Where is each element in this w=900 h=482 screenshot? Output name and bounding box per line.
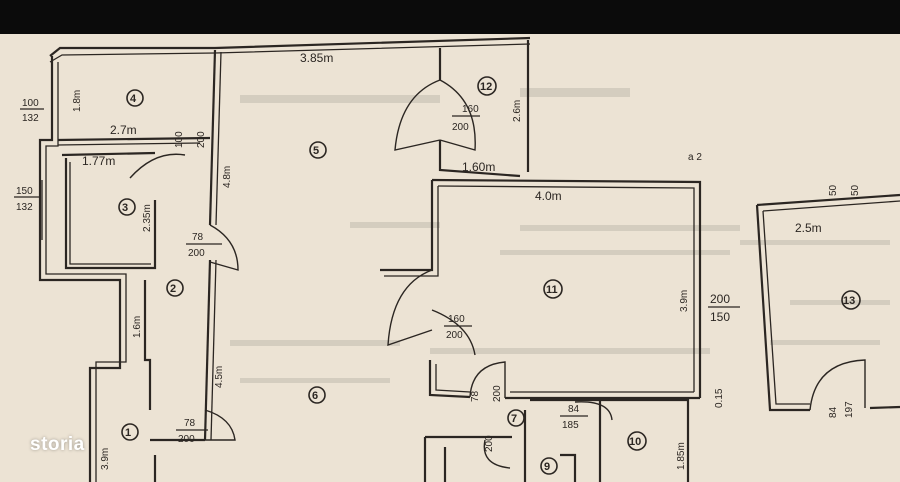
room-7-number: 7 [511,413,517,425]
room-10-marker [627,431,647,451]
room-markers: 4 3 2 1 5 6 7 9 10 11 12 13 [118,76,861,475]
room-4-number: 4 [130,93,137,105]
dim-room12-height: 2.6m [512,100,523,122]
room-1-marker [121,423,139,441]
open-78c: 78 [184,418,196,429]
room-5-number: 5 [313,145,319,157]
open-11w-a: 200 [710,292,730,306]
room-11-marker [543,279,563,299]
open-12b: 200 [452,122,469,133]
room-6-number: 6 [312,390,318,402]
room-3-marker [118,198,136,216]
open-11b: 200 [446,330,463,341]
open-7b: 185 [562,420,579,431]
room-11-number: 11 [546,284,558,296]
open-13d: 197 [844,401,855,418]
dim-room11-height: 3.9m [679,290,690,312]
dim-room12-width: 1.60m [462,160,495,174]
open-11a: 160 [448,314,465,325]
dim-room10-height: 1.85m [676,442,687,470]
background-text-stains [230,88,890,383]
room-7-marker [507,409,525,427]
room-6-marker [308,386,326,404]
open-13b: 50 [850,184,861,196]
dim-room1-height: 3.9m [100,448,111,470]
room-4-marker [126,89,144,107]
room-9-marker [540,457,558,475]
dim-top-width: 3.85m [300,51,333,65]
dim-room2-height: 1.6m [132,316,143,338]
dim-room3-height: 2.35m [142,204,153,232]
doors [129,79,866,469]
dim-room4-width: 2.7m [110,123,137,137]
dim-corner-mark: a 2 [688,152,702,163]
open-11w-b: 150 [710,310,730,324]
storia-watermark: storia [30,434,85,455]
room-12-number: 12 [480,81,492,93]
dim-side-mark: 0.15 [714,388,725,408]
open-100a: 100 [174,131,185,148]
open-small1: 200 [492,385,503,402]
open-left-top: 100 [22,98,39,109]
open-12a: 160 [462,104,479,115]
open-left-bot: 132 [22,113,39,124]
opening-labels: 100 132 150 132 100 200 78 200 78 200 16… [14,98,861,452]
open-7a: 84 [568,404,580,415]
open-78d: 200 [178,434,195,445]
dim-room5-height: 4.8m [222,166,233,188]
room-13-marker [841,290,861,310]
room-9-number: 9 [544,461,550,473]
room-3-number: 3 [122,202,128,214]
dimension-labels: 3.85m 1.8m 2.7m 1.77m 2.35m 1.6m 4.8m 4.… [72,51,822,470]
dim-room4-height: 1.8m [72,90,83,112]
room-5-marker [309,141,327,159]
open-78b: 200 [188,248,205,259]
open-13a: 50 [828,184,839,196]
dim-room6-height: 4.5m [214,366,225,388]
top-black-bar [0,0,900,34]
room-10-number: 10 [629,436,641,448]
open-small3: 200 [484,435,495,452]
open-left2-top: 150 [16,186,33,197]
open-13c: 84 [828,406,839,418]
dim-room13-width: 2.5m [795,221,822,235]
room-2-number: 2 [170,283,176,295]
room-12-marker [477,76,497,96]
room-2-marker [166,279,184,297]
open-small2: 78 [470,390,481,402]
open-78a: 78 [192,232,204,243]
open-100b: 200 [196,131,207,148]
dim-room3-width: 1.77m [82,154,115,168]
room-1-number: 1 [125,427,131,439]
dim-room11-width: 4.0m [535,189,562,203]
room-13-number: 13 [843,295,855,307]
open-left2-bot: 132 [16,202,33,213]
walls [38,36,900,482]
